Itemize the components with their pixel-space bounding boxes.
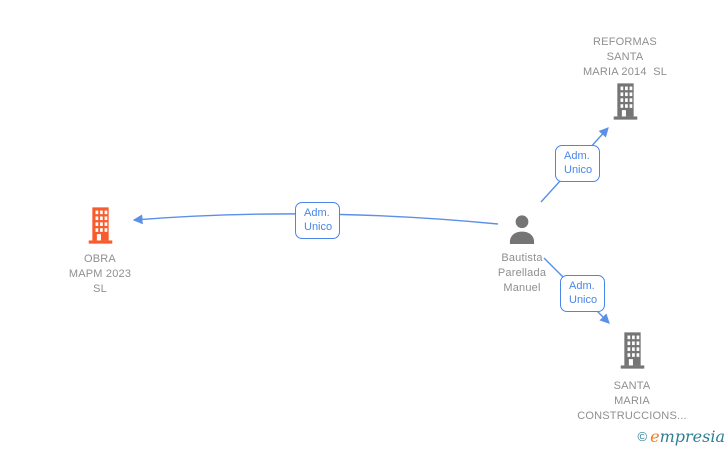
node-label: SANTA MARIA CONSTRUCCIONS... [577, 380, 687, 422]
node-label: REFORMAS SANTA MARIA 2014 SL [582, 36, 668, 78]
empresia-logo: ©empresia [638, 427, 725, 447]
node-label: Bautista Parellada Manuel [497, 252, 547, 294]
copyright-icon: © [637, 429, 648, 444]
building-icon [86, 207, 115, 249]
building-icon [618, 332, 647, 374]
brand-wordmark: empresia [650, 427, 725, 446]
node-santa-maria-construccions[interactable]: SANTA MARIA CONSTRUCCIONS... [572, 332, 692, 424]
node-reformas-santa-maria-2014-sl[interactable]: REFORMAS SANTA MARIA 2014 SL [565, 35, 685, 125]
edge-label-adm-unico: Adm. Unico [555, 145, 600, 182]
node-label: OBRA MAPM 2023 SL [68, 253, 132, 295]
person-icon [506, 215, 538, 249]
node-obra-mapm-2023-sl[interactable]: OBRA MAPM 2023 SL [40, 207, 160, 297]
edge-label-adm-unico: Adm. Unico [560, 275, 605, 312]
node-bautista-parellada-manuel[interactable]: Bautista Parellada Manuel [462, 215, 582, 296]
building-icon [611, 83, 640, 125]
edge-label-adm-unico: Adm. Unico [295, 202, 340, 239]
